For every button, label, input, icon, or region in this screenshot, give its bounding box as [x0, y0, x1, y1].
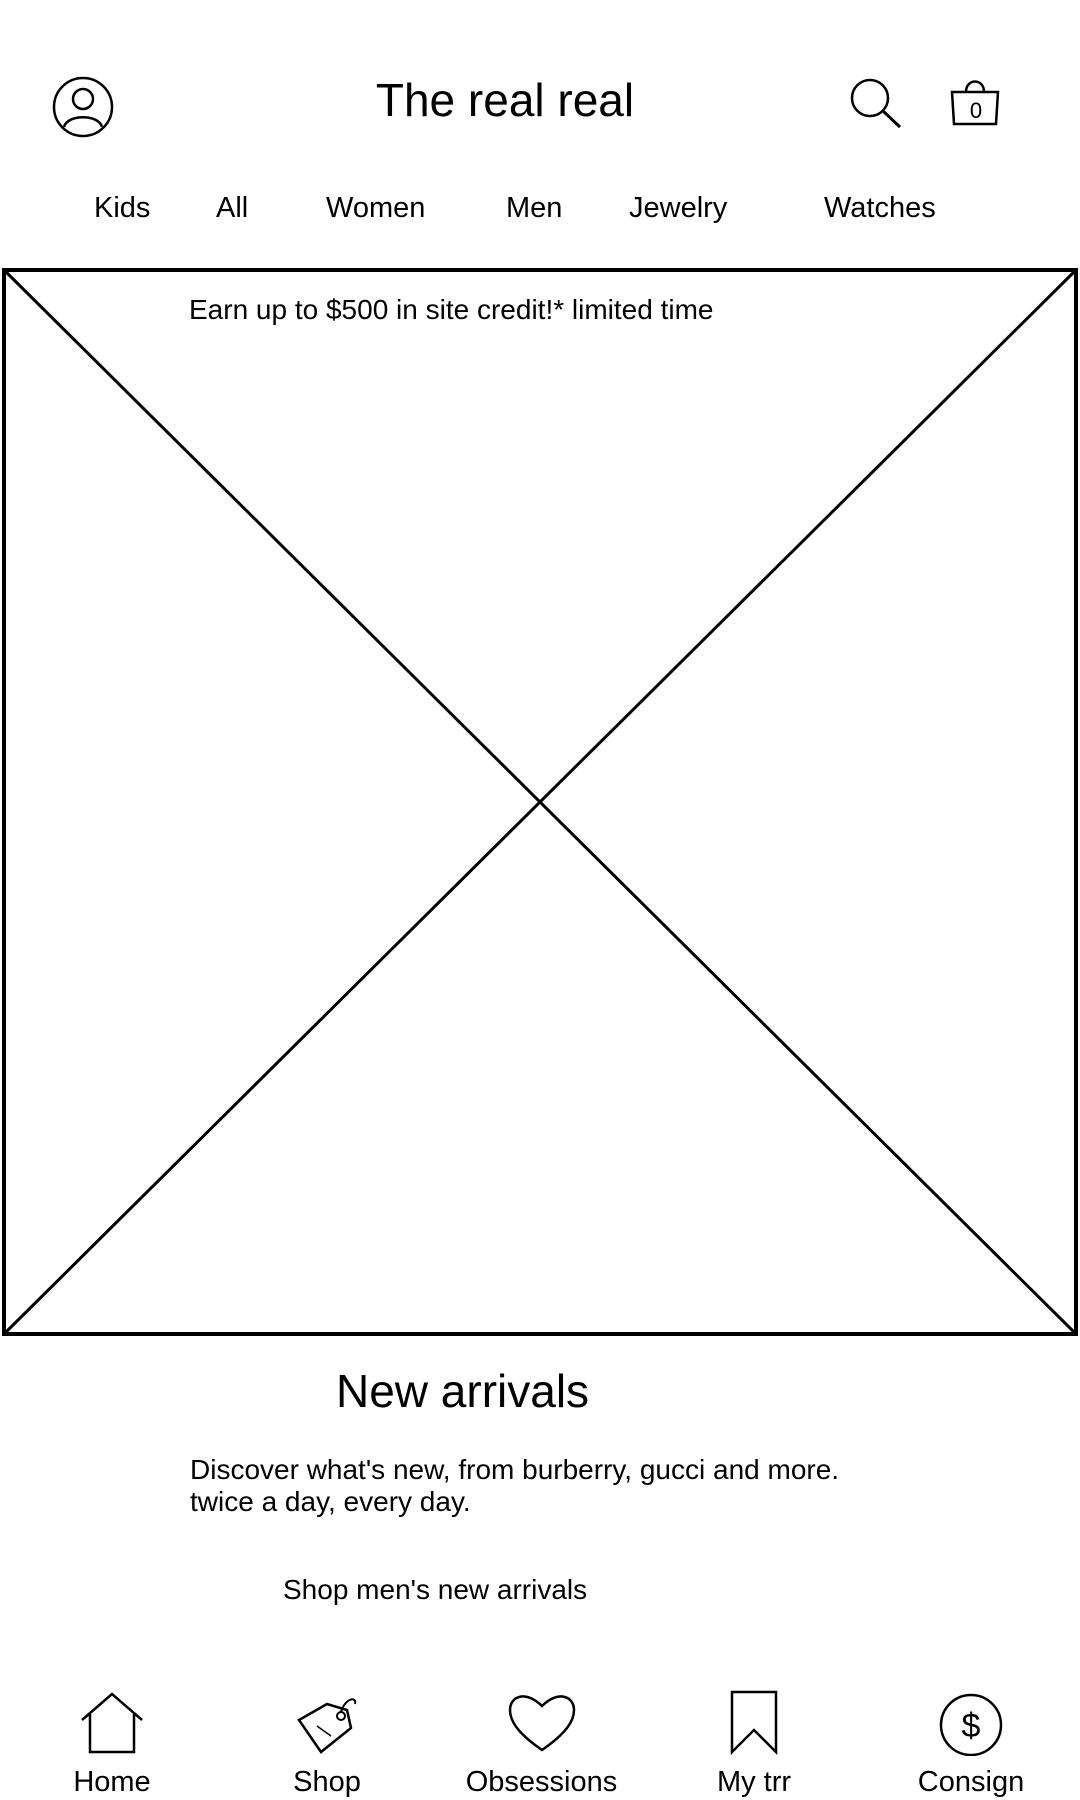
bag-count-badge: 0	[969, 98, 983, 123]
category-jewelry[interactable]: Jewelry	[629, 192, 728, 224]
category-men[interactable]: Men	[506, 192, 563, 224]
svg-text:$: $	[962, 1707, 981, 1745]
tab-label: Obsessions	[465, 1766, 618, 1798]
profile-button[interactable]	[50, 74, 116, 140]
search-button[interactable]	[848, 76, 906, 134]
tab-label: Home	[73, 1766, 151, 1798]
hero-banner[interactable]	[2, 268, 1078, 1336]
tab-label: Shop	[293, 1766, 361, 1798]
shop-mens-new-arrivals-link[interactable]: Shop men's new arrivals	[283, 1574, 588, 1605]
app-title: The real real	[375, 74, 635, 126]
category-kids[interactable]: Kids	[94, 192, 151, 224]
tab-consign[interactable]: $ Consign	[911, 1690, 1031, 1800]
tab-shop[interactable]: Shop	[277, 1690, 377, 1800]
shopping-bag-button[interactable]	[948, 76, 1004, 132]
heart-icon	[508, 1695, 575, 1752]
shopping-bag-icon	[950, 80, 1000, 126]
dollar-circle-icon: $	[939, 1693, 1003, 1756]
hero-promo-text: Earn up to $500 in site credit!* limited…	[189, 294, 714, 325]
tab-obsessions[interactable]: Obsessions	[459, 1690, 624, 1800]
category-all[interactable]: All	[216, 192, 249, 224]
category-watches[interactable]: Watches	[824, 192, 936, 224]
image-placeholder	[2, 268, 1078, 1336]
section-description: Discover what's new, from burberry, gucc…	[190, 1454, 840, 1517]
section-title: New arrivals	[336, 1365, 590, 1417]
search-icon	[850, 78, 902, 129]
tab-label: My trr	[716, 1766, 792, 1798]
category-women[interactable]: Women	[326, 192, 426, 224]
home-icon	[81, 1692, 143, 1754]
bookmark-icon	[730, 1690, 778, 1756]
tab-label: Consign	[917, 1766, 1025, 1798]
tab-home[interactable]: Home	[62, 1690, 162, 1800]
user-circle-icon	[52, 76, 114, 138]
tab-my-trr[interactable]: My trr	[699, 1690, 809, 1800]
price-tag-icon	[297, 1698, 357, 1754]
